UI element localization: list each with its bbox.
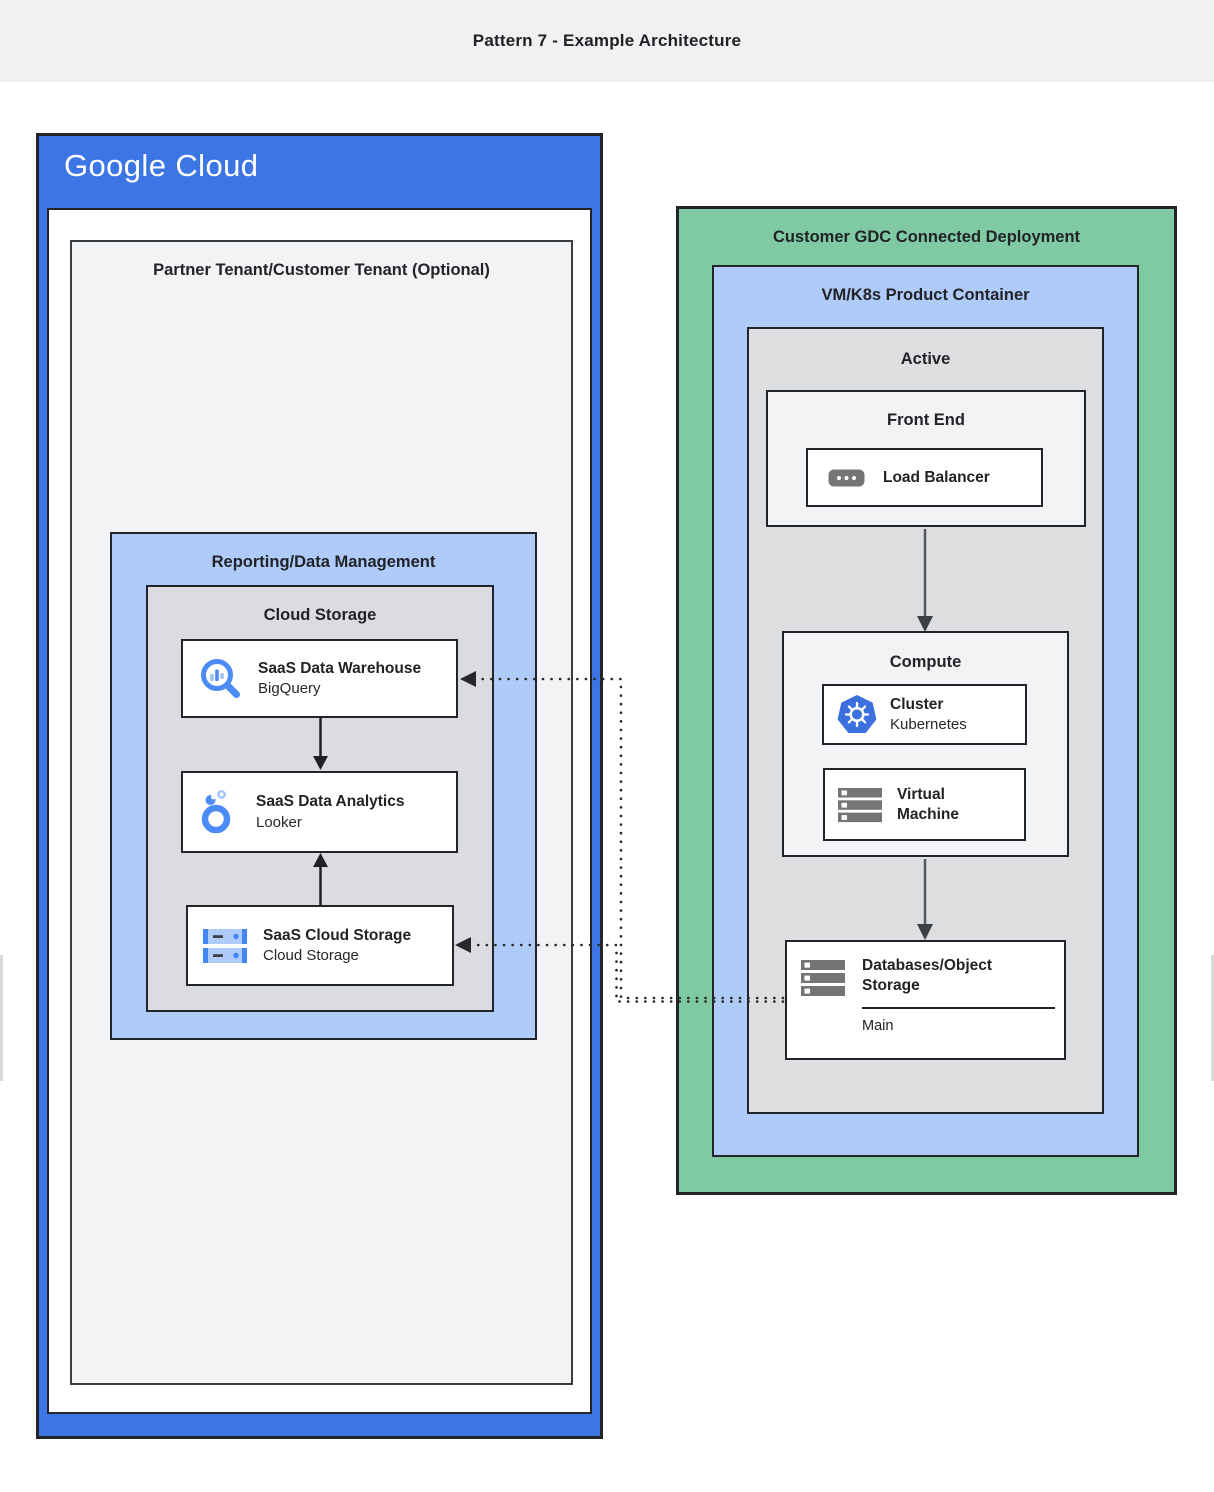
bigquery-icon [197, 656, 243, 702]
databases-row: Databases/Object Storage [800, 956, 1050, 1000]
saas-data-analytics-text: SaaS Data Analytics Looker [256, 792, 404, 831]
virtual-machine-card: Virtual Machine [823, 768, 1026, 841]
saas-data-warehouse-title: SaaS Data Warehouse [258, 659, 422, 677]
cluster-title: Cluster [890, 695, 944, 713]
gdc-deployment-title: Customer GDC Connected Deployment [772, 228, 1081, 246]
cluster-subtitle: Kubernetes [890, 716, 967, 734]
cloud-storage-group-title: Cloud Storage [263, 606, 377, 624]
saas-data-warehouse-text: SaaS Data Warehouse BigQuery [258, 659, 421, 698]
reporting-title: Reporting/Data Management [211, 553, 436, 571]
compute-title: Compute [889, 653, 962, 671]
saas-data-warehouse-card: SaaS Data Warehouse BigQuery [181, 639, 458, 718]
saas-data-warehouse-subtitle: BigQuery [258, 680, 321, 698]
page-edge-mark-left [0, 955, 3, 1081]
cluster-card: Cluster Kubernetes [822, 684, 1027, 745]
page-edge-mark-right [1211, 955, 1214, 1081]
cloud-storage-icon [202, 927, 248, 965]
partner-tenant-title: Partner Tenant/Customer Tenant (Optional… [153, 261, 490, 279]
databases-divider [862, 1007, 1055, 1009]
saas-cloud-storage-title: SaaS Cloud Storage [263, 926, 412, 944]
front-end-title: Front End [887, 411, 965, 429]
looker-icon [197, 789, 241, 835]
saas-data-analytics-title: SaaS Data Analytics [256, 793, 405, 811]
cluster-text: Cluster Kubernetes [890, 695, 967, 734]
saas-cloud-storage-card: SaaS Cloud Storage Cloud Storage [186, 905, 454, 986]
active-title: Active [900, 350, 951, 368]
saas-data-analytics-card: SaaS Data Analytics Looker [181, 771, 458, 853]
diagram-title: Pattern 7 - Example Architecture [472, 31, 742, 50]
saas-data-analytics-subtitle: Looker [256, 813, 302, 831]
load-balancer-icon [828, 469, 865, 487]
databases-main-label: Main [862, 1018, 894, 1034]
databases-object-storage-card: Databases/Object Storage Main [785, 940, 1066, 1060]
server-stack-icon [837, 785, 883, 825]
databases-title: Databases/Object Storage [862, 957, 993, 995]
saas-cloud-storage-subtitle: Cloud Storage [263, 947, 359, 965]
virtual-machine-text: Virtual Machine [897, 785, 989, 824]
load-balancer-label: Load Balancer [883, 468, 990, 486]
virtual-machine-title: Virtual Machine [897, 786, 960, 823]
server-stack-icon [800, 956, 846, 1000]
saas-cloud-storage-text: SaaS Cloud Storage Cloud Storage [263, 926, 411, 965]
kubernetes-icon [836, 694, 878, 736]
load-balancer-card: Load Balancer [806, 448, 1043, 507]
diagram-header: Pattern 7 - Example Architecture [0, 0, 1214, 82]
google-cloud-logo: Google Cloud [64, 148, 259, 183]
vm-k8s-title: VM/K8s Product Container [821, 286, 1030, 304]
